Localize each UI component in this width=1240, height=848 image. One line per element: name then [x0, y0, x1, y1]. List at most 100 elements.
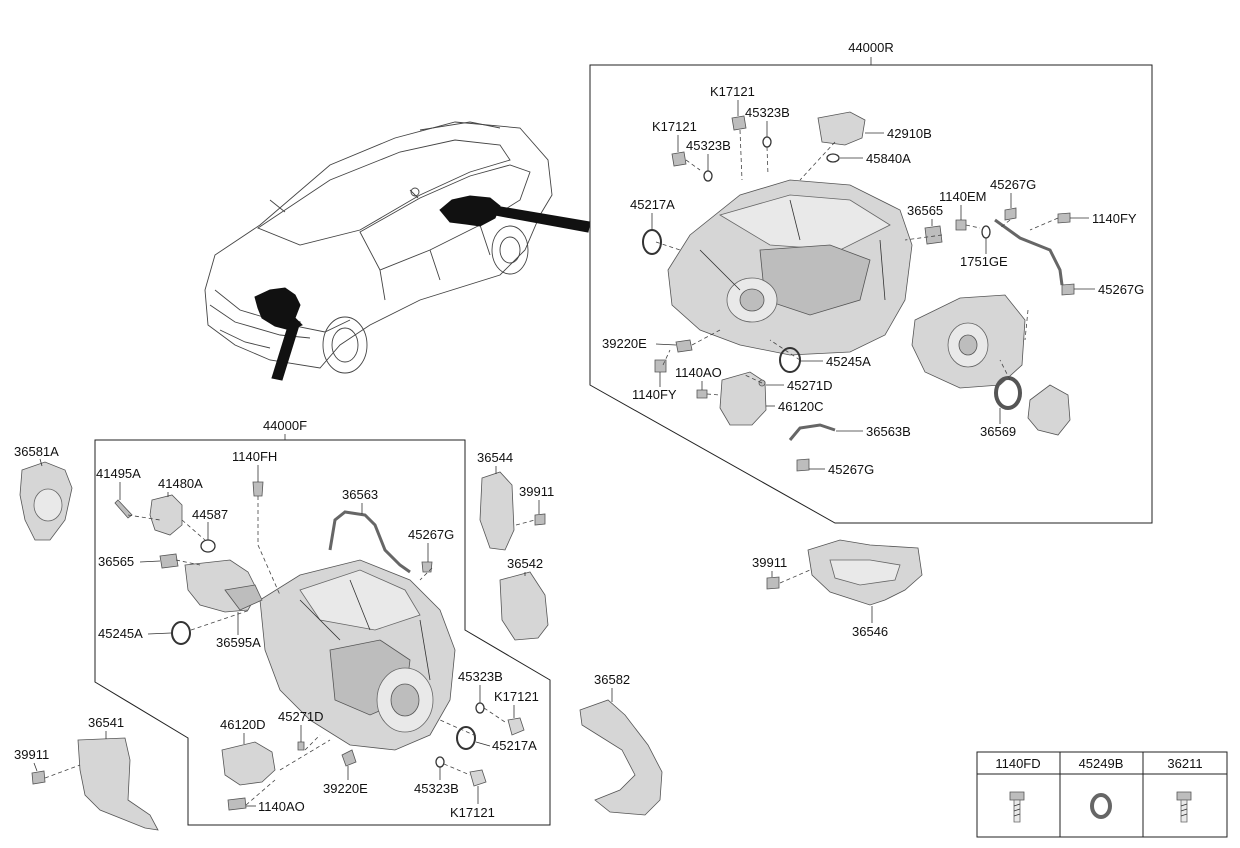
rear-drive-unit-housing [667, 179, 913, 356]
callout-45323B-front-1: 45323B [458, 669, 503, 684]
callout-36541: 36541 [88, 715, 124, 730]
callout-36563B: 36563B [866, 424, 911, 439]
part-rear-end-cover [1027, 384, 1071, 436]
callout-45267G-front: 45267G [408, 527, 454, 542]
callout-41495A: 41495A [96, 466, 141, 481]
part-45217A-front [456, 726, 476, 750]
rear-assembly-label: 44000R [848, 40, 894, 55]
part-K17121-front-1 [507, 717, 525, 736]
legend-header-2: 45249B [1079, 756, 1124, 771]
callout-1140EM: 1140EM [939, 189, 986, 204]
callout-K17121-rear-1: K17121 [710, 84, 755, 99]
part-45267G-front [421, 561, 433, 573]
part-36563B [788, 423, 836, 441]
callout-42910B: 42910B [887, 126, 932, 141]
part-41480A [149, 494, 183, 536]
part-1140FH [252, 481, 264, 497]
part-1140FY-rear-1 [1057, 212, 1071, 224]
callout-45217A-rear: 45217A [630, 197, 675, 212]
callout-39911-c: 39911 [752, 555, 787, 570]
callout-45245A-front: 45245A [98, 626, 143, 641]
callout-1751GE: 1751GE [960, 254, 1008, 269]
part-45217A-rear [642, 229, 662, 255]
callout-1140AO-rear: 1140AO [675, 365, 722, 380]
callout-36595A: 36595A [216, 635, 261, 650]
callout-45840A: 45840A [866, 151, 911, 166]
callout-45217A-front: 45217A [492, 738, 537, 753]
part-45267G-rear-2 [1061, 283, 1075, 296]
callout-36544: 36544 [477, 450, 513, 465]
part-36582 [579, 699, 663, 816]
part-1140EM [955, 219, 967, 231]
callout-45323B-rear-1: 45323B [745, 105, 790, 120]
part-36541 [77, 737, 159, 831]
front-drive-unit-housing [259, 559, 456, 751]
part-39911-b [31, 770, 46, 785]
callout-46120C: 46120C [778, 399, 824, 414]
part-K17121-rear-1 [731, 115, 747, 131]
vehicle-illustration [204, 121, 591, 381]
part-K17121-front-2 [469, 769, 487, 787]
callout-36563-front: 36563 [342, 487, 378, 502]
callout-45245A-rear: 45245A [826, 354, 871, 369]
legend-header-1: 1140FD [995, 756, 1040, 771]
front-assembly-label: 44000F [263, 418, 307, 433]
part-1140AO-front [227, 797, 247, 811]
bolt-icon [1176, 791, 1192, 823]
callout-36582: 36582 [594, 672, 630, 687]
part-1140FY-rear-2 [654, 359, 667, 373]
part-36563-front [328, 510, 411, 574]
front-assembly-group: 44000F [94, 418, 551, 826]
callout-K17121-rear-2: K17121 [652, 119, 697, 134]
callout-39220E-front: 39220E [323, 781, 368, 796]
part-39911-c [766, 576, 780, 590]
part-36542 [499, 571, 549, 641]
callout-44587: 44587 [192, 507, 228, 522]
part-45267G-rear-3 [796, 458, 810, 472]
callout-K17121-front-2: K17121 [450, 805, 495, 820]
callout-39911-a: 39911 [519, 484, 554, 499]
callout-36542: 36542 [507, 556, 543, 571]
part-rear-coolant-pipe [994, 218, 1064, 286]
callout-46120D: 46120D [220, 717, 266, 732]
part-1751GE [981, 225, 991, 239]
callout-45323B-rear-2: 45323B [686, 138, 731, 153]
part-39911-a [534, 513, 546, 526]
callout-39911-b: 39911 [14, 747, 49, 762]
callout-36569: 36569 [980, 424, 1016, 439]
callout-36565-rear: 36565 [907, 203, 943, 218]
callout-1140FH: 1140FH [232, 449, 277, 464]
callout-1140FY-rear-1: 1140FY [1092, 211, 1137, 226]
part-36569 [994, 376, 1022, 410]
part-42910B [817, 111, 866, 146]
part-K17121-rear-2 [671, 151, 687, 167]
callout-1140FY-rear-2: 1140FY [632, 387, 677, 402]
part-46120C [719, 371, 767, 426]
part-1140AO-rear [696, 389, 708, 399]
rear-assembly-frame [589, 64, 1153, 524]
washer-icon [1090, 793, 1112, 819]
callout-1140AO-front: 1140AO [258, 799, 305, 814]
callout-45267G-rear-2: 45267G [1098, 282, 1144, 297]
callout-45267G-rear-3: 45267G [828, 462, 874, 477]
part-44587 [200, 539, 216, 553]
part-39220E-front [341, 749, 357, 767]
callout-45271D-rear: 45271D [787, 378, 833, 393]
bolt-icon [1009, 791, 1025, 823]
part-45245A-front [171, 621, 191, 645]
callout-39220E-rear: 39220E [602, 336, 647, 351]
part-46120D [221, 741, 276, 786]
callout-36565-front: 36565 [98, 554, 134, 569]
fastener-legend-table: 1140FD 45249B 36211 [976, 751, 1228, 838]
legend-header-3: 36211 [1167, 756, 1202, 771]
callout-K17121-front-1: K17121 [494, 689, 539, 704]
part-39220E-rear [675, 339, 693, 353]
rear-assembly-group: 44000R [589, 40, 1153, 524]
callout-45271D-front: 45271D [278, 709, 324, 724]
callout-45323B-front-2: 45323B [414, 781, 459, 796]
callout-labels: 36581A 41495A 41480A 1140FH 44587 36563 … [14, 84, 1144, 820]
callout-45267G-rear-1: 45267G [990, 177, 1036, 192]
callout-36546: 36546 [852, 624, 888, 639]
part-41495A [114, 499, 133, 519]
